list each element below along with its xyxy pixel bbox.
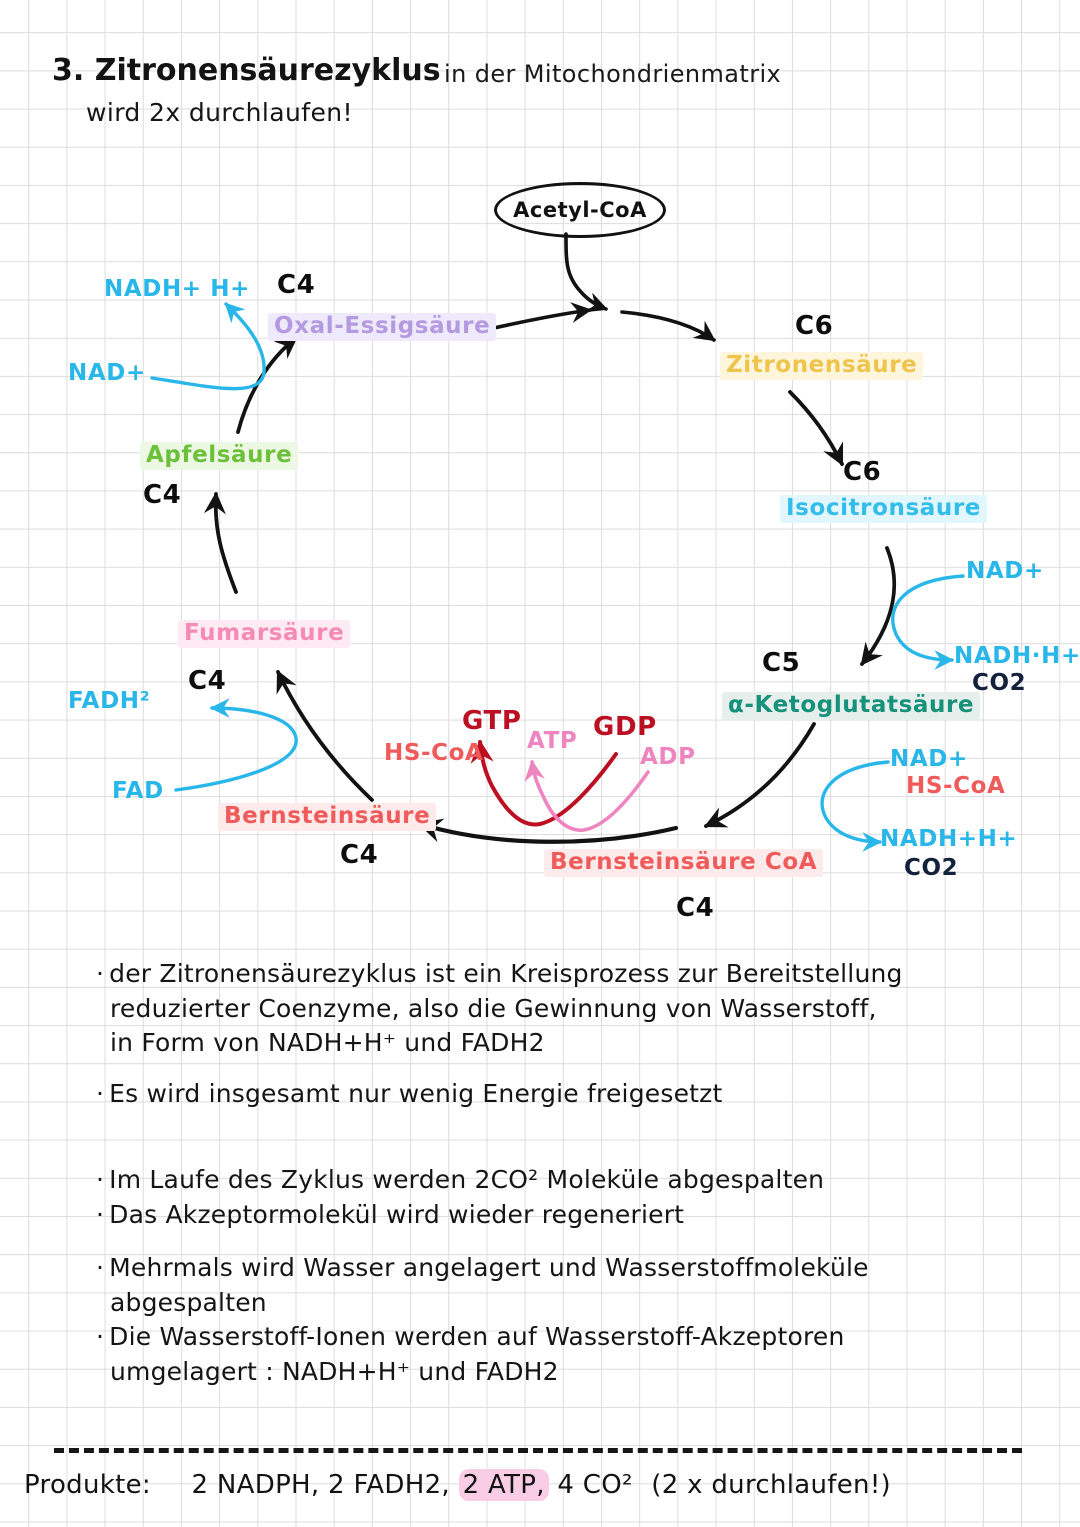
- note-line: ·der Zitronensäurezyklus ist ein Kreispr…: [96, 959, 903, 988]
- metabolite-succinat: Bernsteinsäure: [218, 803, 437, 831]
- cofactor-gtp: GTP: [462, 706, 522, 736]
- carbon-count-oxalacetat: C4: [277, 270, 316, 300]
- metabolite-oxalacetat: Oxal-Essigsäure: [268, 313, 497, 341]
- products-label: Produkte:: [24, 1470, 151, 1500]
- carbon-count-ketoglutarat: C5: [762, 648, 801, 678]
- carbon-count-isocitrat: C6: [843, 457, 882, 487]
- note-line: ·Mehrmals wird Wasser angelagert und Was…: [96, 1253, 869, 1282]
- products-summary: Produkte: 2 NADPH, 2 FADH2, 2 ATP, 4 CO²…: [24, 1469, 891, 1501]
- note-block-3: ·Im Laufe des Zyklus werden 2CO² Molekül…: [96, 1164, 824, 1233]
- cofactor-nad-ketoglutarate: NAD+: [890, 746, 968, 772]
- acetyl-coa-label: Acetyl-CoA: [513, 197, 647, 222]
- metabolite-malat: Apfelsäure: [140, 442, 299, 470]
- metabolite-isocitrat: Isocitronsäure: [780, 495, 988, 523]
- cofactor-hscoa-succinyl: HS-CoA: [384, 740, 484, 766]
- carbon-count-fumarat: C4: [188, 666, 227, 696]
- cofactor-fadh2: FADH²: [68, 688, 151, 714]
- cofactor-gdp: GDP: [593, 712, 657, 742]
- products-atp-highlight: 2 ATP,: [458, 1469, 549, 1501]
- carbon-count-citrat: C6: [795, 311, 834, 341]
- cofactor-nadh-isocitrate: NADH·H+: [954, 643, 1080, 669]
- metabolite-fumarat: Fumarsäure: [178, 620, 351, 648]
- page-title-note: wird 2x durchlaufen!: [86, 98, 353, 127]
- products-items-after-atp: 4 CO²: [557, 1470, 633, 1500]
- cofactor-fad: FAD: [112, 778, 164, 804]
- cofactor-nad-malate: NAD+: [68, 360, 146, 386]
- products-suffix: (2 x durchlaufen!): [651, 1470, 891, 1500]
- cofactor-adp: ADP: [640, 744, 696, 770]
- bullet-dot: ·: [96, 1079, 105, 1108]
- byproduct-co2-isocitrate: CO2: [972, 670, 1027, 696]
- bullet-dot: ·: [96, 1199, 105, 1229]
- note-line: ·Die Wasserstoff-Ionen werden auf Wasser…: [96, 1322, 845, 1351]
- bullet-dot: ·: [96, 1253, 105, 1282]
- note-line: ·Es wird insgesamt nur wenig Energie fre…: [96, 1079, 723, 1108]
- cofactor-nad-isocitrate: NAD+: [966, 558, 1044, 584]
- section-divider: [54, 1448, 1022, 1453]
- bullet-dot: ·: [96, 959, 105, 988]
- byproduct-co2-ketoglutarate: CO2: [904, 855, 959, 881]
- note-block-1: ·der Zitronensäurezyklus ist ein Kreispr…: [96, 958, 903, 1062]
- page-title: 3. Zitronensäurezyklus: [52, 53, 441, 88]
- metabolite-ketoglutarat: α-Ketoglutatsäure: [722, 692, 981, 720]
- cofactor-atp: ATP: [527, 728, 578, 754]
- note-line: ·Das Akzeptormolekül wird wieder regener…: [96, 1199, 685, 1229]
- note-line: reduzierter Coenzyme, also die Gewinnung…: [110, 993, 877, 1023]
- note-line: umgelagert : NADH+H⁺ und FADH2: [110, 1356, 559, 1386]
- carbon-count-malat: C4: [143, 480, 182, 510]
- cofactor-nadh-malate: NADH+ H+: [104, 276, 250, 302]
- note-line: abgespalten: [110, 1287, 267, 1317]
- acetyl-coa-node: Acetyl-CoA: [494, 182, 666, 238]
- note-block-4: ·Mehrmals wird Wasser angelagert und Was…: [96, 1252, 869, 1390]
- cofactor-hscoa-ketoglutarate: HS-CoA: [906, 773, 1006, 799]
- cofactor-nadh-ketoglutarate: NADH+H+: [880, 826, 1018, 852]
- carbon-count-succinat: C4: [340, 840, 379, 870]
- carbon-count-succinyl-coa: C4: [676, 893, 715, 923]
- note-line: ·Im Laufe des Zyklus werden 2CO² Molekül…: [96, 1165, 825, 1194]
- products-items-before-atp: 2 NADPH, 2 FADH2,: [191, 1470, 450, 1500]
- bullet-dot: ·: [96, 1165, 105, 1194]
- page-title-location: in der Mitochondrienmatrix: [444, 60, 782, 88]
- note-block-2: ·Es wird insgesamt nur wenig Energie fre…: [96, 1078, 722, 1113]
- metabolite-citrat: Zitronensäure: [720, 352, 924, 380]
- bullet-dot: ·: [96, 1322, 105, 1351]
- note-line: in Form von NADH+H⁺ und FADH2: [110, 1028, 545, 1057]
- metabolite-succinyl-coa: Bernsteinsäure CoA: [544, 849, 824, 877]
